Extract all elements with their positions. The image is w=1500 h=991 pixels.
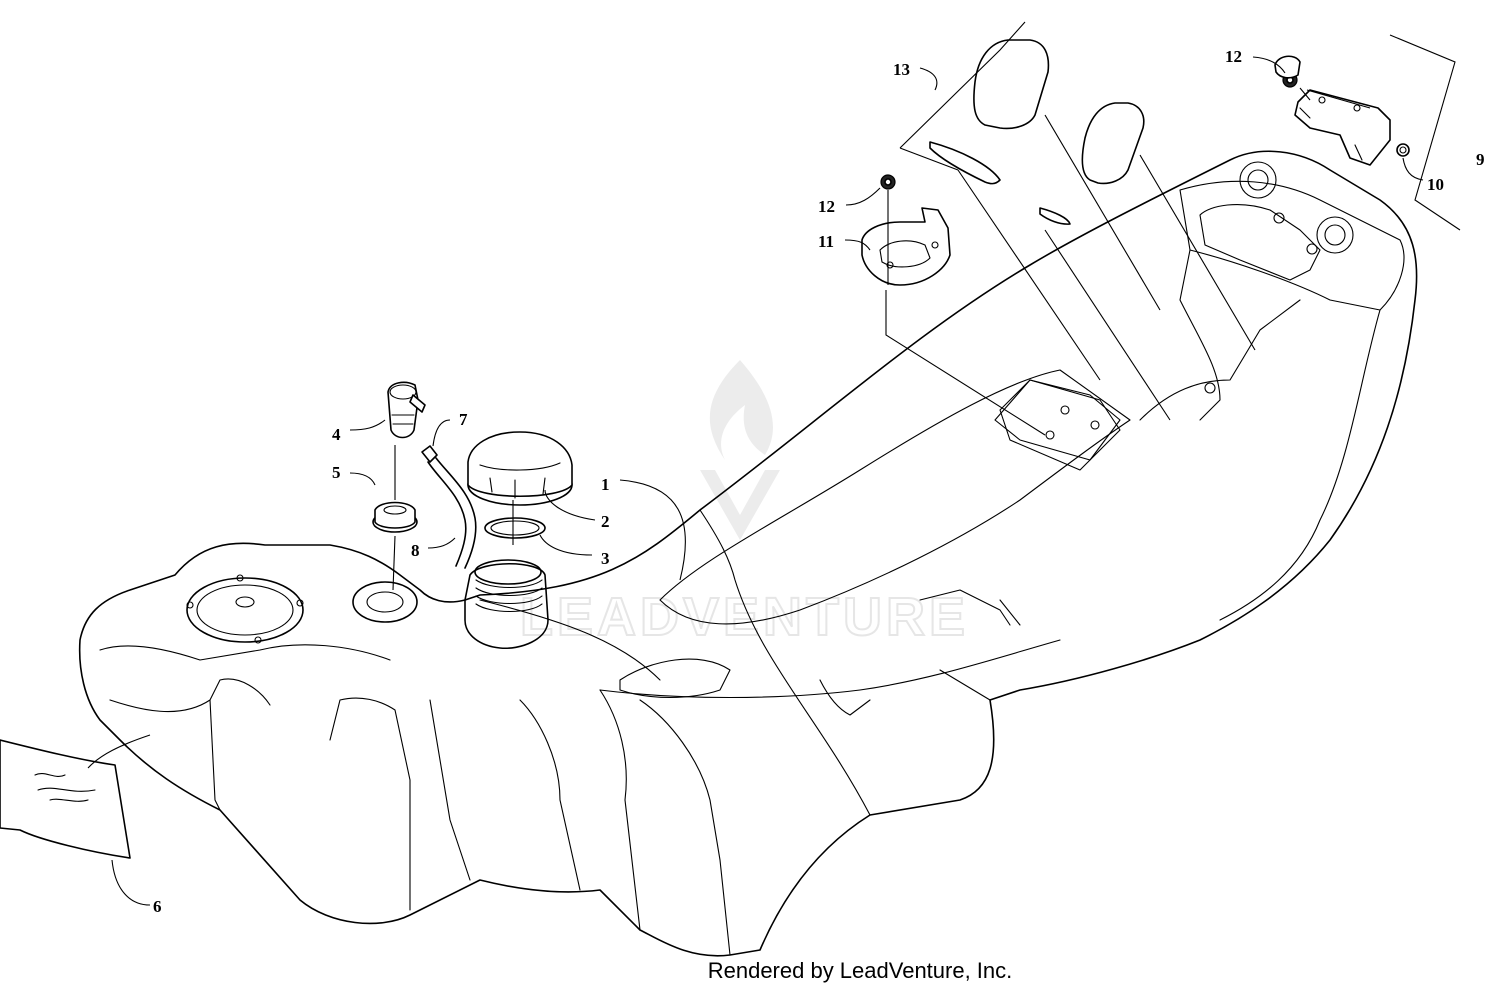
callout-2: 2 — [601, 512, 610, 531]
o-ring — [484, 517, 546, 539]
render-credit-text: Rendered by LeadVenture, Inc. — [707, 958, 1013, 983]
callout-3: 3 — [601, 549, 610, 568]
vent-valve — [387, 381, 426, 439]
callout-leaders — [87, 56, 1424, 906]
callout-4: 4 — [332, 425, 341, 444]
pad-upper — [973, 39, 1050, 130]
callout-5: 5 — [332, 463, 341, 482]
vent-hose — [427, 457, 477, 569]
render-credit: Rendered by LeadVenture, Inc. — [0, 958, 1500, 984]
fuel-tank-body — [78, 150, 1418, 957]
mounting-bracket — [1294, 89, 1391, 166]
callout-12-left: 12 — [818, 197, 835, 216]
callout-12-right: 12 — [1225, 47, 1242, 66]
screw — [1396, 143, 1410, 157]
flame-logo-icon — [709, 360, 773, 460]
callout-9: 9 — [1476, 150, 1485, 169]
nut-stud — [1274, 55, 1301, 79]
mounting-plate — [861, 207, 951, 286]
callout-8: 8 — [411, 541, 420, 560]
hose-fitting — [421, 445, 438, 463]
callout-11: 11 — [818, 232, 834, 251]
v-logo-icon — [700, 470, 780, 540]
grommet — [372, 501, 418, 533]
leadventure-watermark: LEADVENTURE — [519, 360, 969, 648]
callout-1: 1 — [601, 475, 610, 494]
strip-pad — [929, 141, 1001, 185]
small-pad — [1039, 207, 1071, 225]
callout-13: 13 — [893, 60, 910, 79]
callout-7: 7 — [459, 410, 468, 429]
group-lines — [392, 21, 1461, 591]
nut-left — [880, 174, 896, 190]
pad-lower — [1081, 102, 1145, 185]
callout-10: 10 — [1427, 175, 1444, 194]
watermark-text: LEADVENTURE — [520, 587, 969, 647]
callout-numbers: 1 2 3 4 5 6 7 8 9 10 11 12 12 13 — [153, 47, 1485, 916]
callout-6: 6 — [153, 897, 162, 916]
warning-decal — [0, 739, 131, 859]
fuel-cap — [467, 431, 573, 506]
